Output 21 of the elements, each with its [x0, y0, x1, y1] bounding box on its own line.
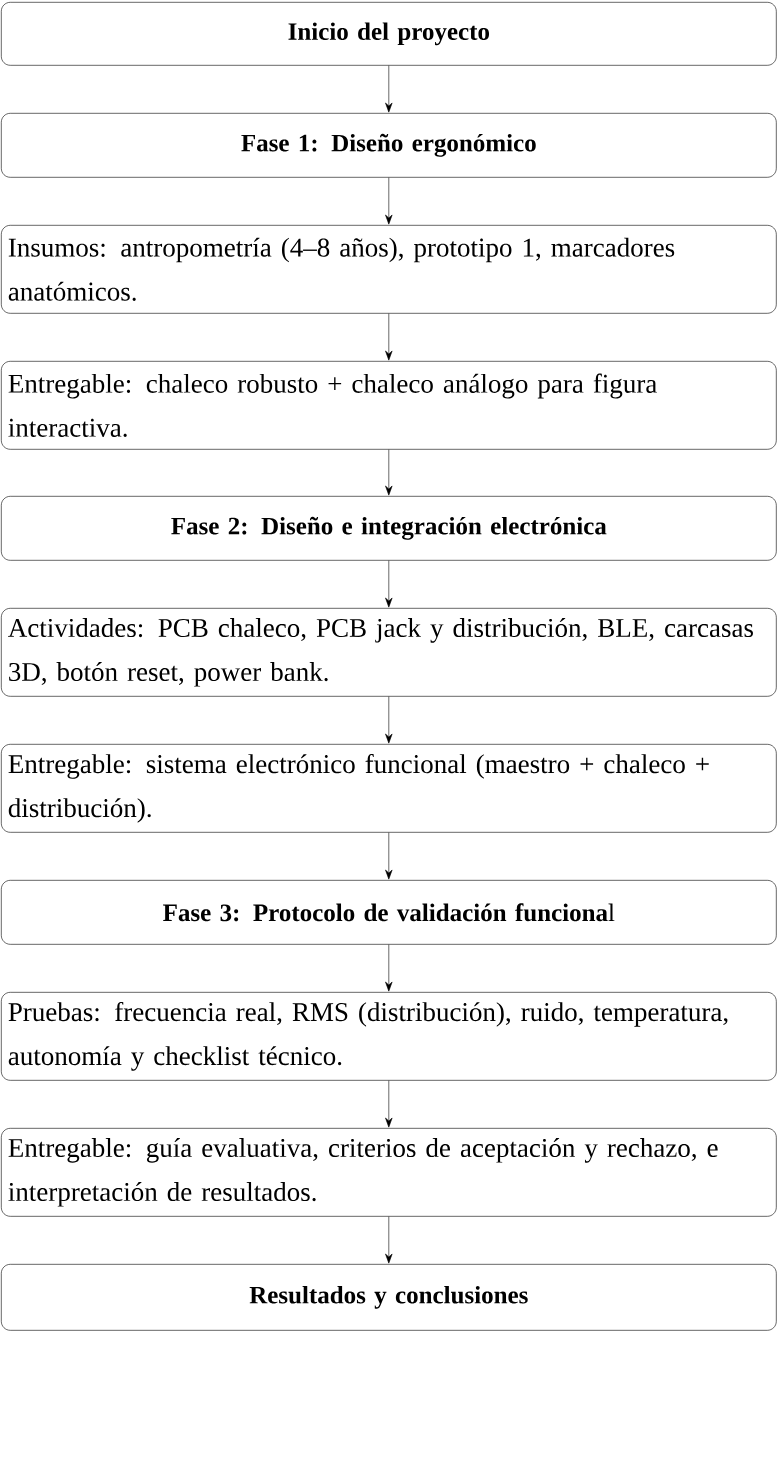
arrow: [385, 1080, 393, 1128]
arrow: [385, 832, 393, 880]
arrow: [385, 65, 393, 113]
phase-box: Fase 2: Diseño e integración electrónica: [1, 496, 777, 561]
step-box: Pruebas: frecuencia real, RMS (distribución), ruido, temperatura, autonomía y checklist técnico.: [1, 992, 777, 1081]
phase-box: Inicio del proyecto: [1, 2, 777, 66]
step-box: Entregable: chaleco robusto + chaleco análogo para figura interactiva.: [1, 361, 777, 450]
arrow: [385, 696, 393, 744]
step-box: Insumos: antropometría (4–8 años), prototipo 1, marcadores anatómicos.: [1, 225, 777, 314]
phase-box: Fase 1: Diseño ergonómico: [1, 113, 777, 178]
arrow: [385, 560, 393, 608]
phase-box: Resultados y conclusiones: [1, 1264, 777, 1331]
step-box: Actividades: PCB chaleco, PCB jack y distribución, BLE, carcasas 3D, botón reset, power bank.: [1, 608, 777, 697]
arrow: [385, 1216, 393, 1264]
arrow: [385, 177, 393, 225]
arrow: [385, 313, 393, 361]
step-box: Entregable: sistema electrónico funcional (maestro + chaleco + distribución).: [1, 744, 777, 833]
phase-box: Fase 3: Protocolo de validación funcional: [1, 880, 777, 945]
arrow: [385, 449, 393, 496]
arrow: [385, 944, 393, 992]
step-box: Entregable: guía evaluativa, criterios de aceptación y rechazo, e interpretación de resultados.: [1, 1128, 777, 1217]
